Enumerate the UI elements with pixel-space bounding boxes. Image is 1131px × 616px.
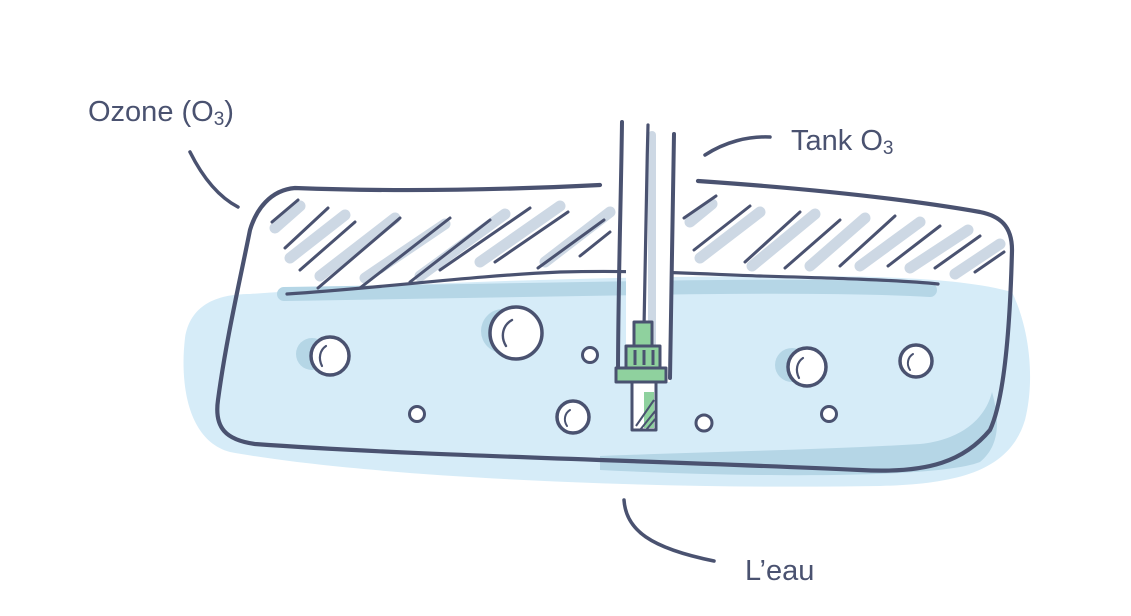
water-label: L’eau [745,557,814,586]
bubble-icon [481,305,544,361]
water-leader-line [622,498,716,563]
tank-label: Tank O3 [791,125,894,159]
bubble-icon [408,405,426,423]
ozone-label-subscript: 3 [213,109,225,130]
bubble-icon [555,399,591,435]
water-label-text: L’eau [745,555,815,587]
bubble-icon [820,405,838,423]
tank-label-subscript: 3 [882,138,894,159]
bubble-icon [581,346,599,364]
tank-label-text: Tank O [791,125,883,157]
water-body [183,276,1031,487]
tank-leader-line [703,135,772,157]
bubble-icon [694,413,714,433]
ozone-label-text: Ozone (O [88,96,214,128]
bubbles [296,305,934,435]
ozone-gas-hatching [269,194,1006,290]
bubble-icon [898,343,934,379]
ozone-label: Ozone (O3) [88,96,234,130]
tank-outline [215,178,1015,473]
bubble-icon [775,346,828,388]
ozone-label-suffix: ) [224,96,234,128]
ozone-leader-line [188,150,240,209]
diffuser-nozzle-icon [614,320,668,432]
bubble-icon [296,335,351,377]
leader-lines [188,135,772,563]
